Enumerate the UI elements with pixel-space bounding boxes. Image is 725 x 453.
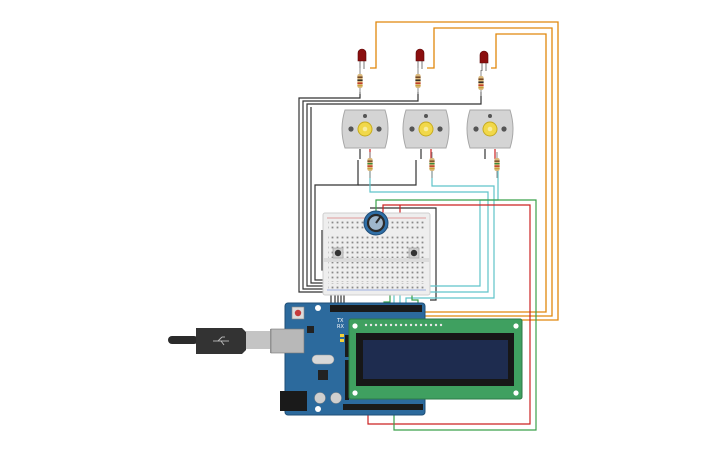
resistor-led-3[interactable] [478, 70, 484, 96]
label-tx: TX [336, 318, 344, 324]
lcd-screen [363, 340, 508, 379]
resistor-led-2[interactable] [415, 68, 421, 94]
wires-orange [370, 21, 559, 321]
usb-icon [213, 336, 229, 346]
dc-motor-2[interactable] [402, 109, 450, 159]
button-1[interactable] [332, 247, 344, 259]
lcd-header-pins [364, 323, 443, 327]
lcd-16x2[interactable] [348, 318, 523, 400]
led-2[interactable] [415, 48, 425, 69]
button-2[interactable] [408, 247, 420, 259]
reset-button[interactable] [291, 306, 305, 320]
resistor-motor-3[interactable] [494, 152, 500, 178]
dc-motor-1[interactable] [341, 109, 389, 159]
led-1[interactable] [357, 48, 367, 69]
led-3[interactable] [479, 50, 489, 71]
resistor-led-1[interactable] [357, 68, 363, 94]
label-rx: RX [337, 324, 344, 330]
dc-motor-3[interactable] [466, 109, 514, 159]
resistor-motor-1[interactable] [367, 152, 373, 178]
resistor-motor-2[interactable] [429, 152, 435, 178]
potentiometer[interactable] [363, 210, 389, 236]
